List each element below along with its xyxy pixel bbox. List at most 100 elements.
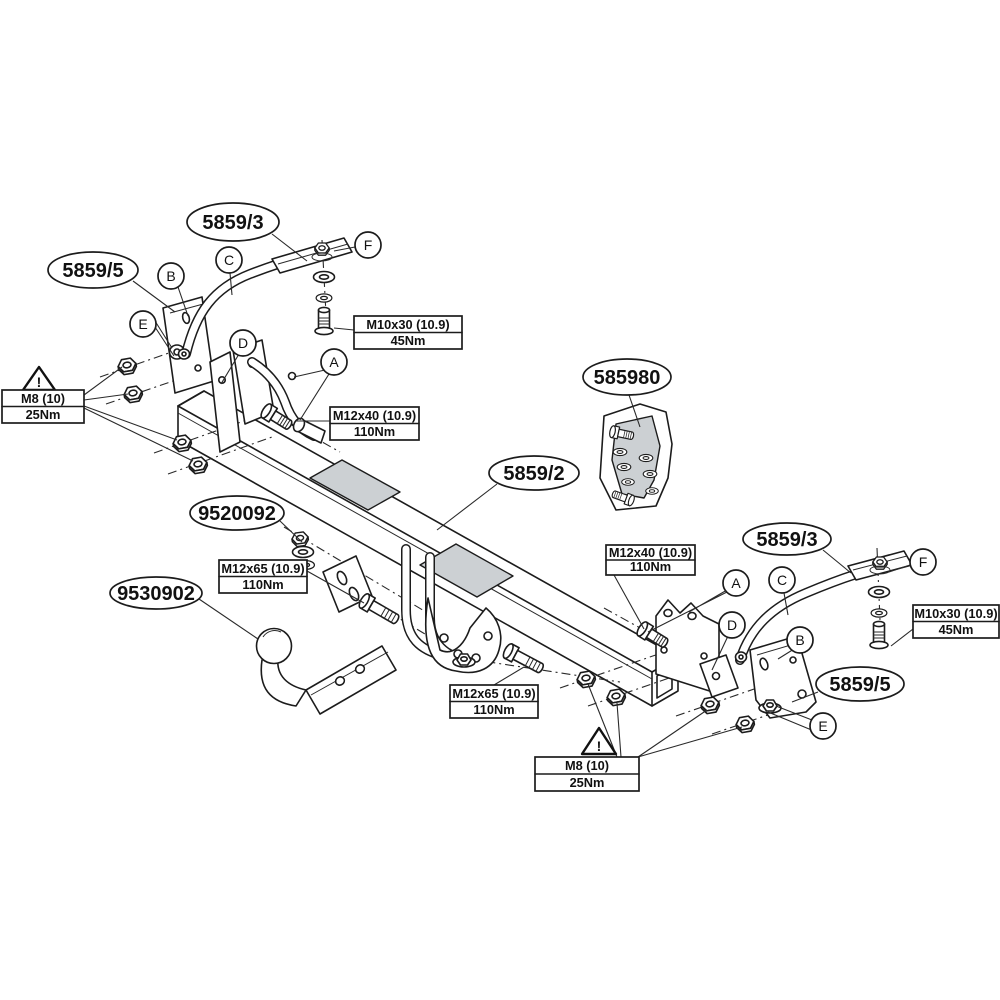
left-top-fastener-stack: [311, 242, 336, 336]
callout-circle: C: [768, 566, 796, 594]
callout-circle: A: [722, 569, 750, 597]
part-number-text: 9530902: [117, 583, 195, 605]
callout-letter: F: [919, 554, 928, 570]
part-number-text: 5859/5: [62, 260, 123, 282]
m8-nut: [605, 687, 628, 708]
part-number-text: 5859/3: [202, 212, 263, 234]
bolt-spec-text: M12x65 (10.9): [452, 686, 535, 701]
callout-letter: E: [818, 718, 827, 734]
warning-glyph: !: [37, 374, 42, 390]
torque-spec-box: M12x40 (10.9) 110Nm: [605, 544, 696, 576]
right-end-assembly: [575, 550, 913, 735]
callout-circle: D: [718, 611, 746, 639]
washer: [870, 608, 888, 618]
bolt-spec-text: M8 (10): [565, 758, 609, 773]
washer: [312, 270, 336, 284]
washer: [642, 469, 658, 479]
torque-value-text: 110Nm: [630, 559, 671, 574]
part-number-label: 5859/3: [186, 202, 280, 242]
bolt-spec-text: M12x65 (10.9): [221, 561, 304, 576]
warning-glyph: !: [597, 738, 602, 754]
callout-letter: B: [795, 632, 804, 648]
m8-nut: [699, 695, 722, 716]
callout-circle: F: [909, 548, 937, 576]
torque-spec-box: M12x65 (10.9) 110Nm: [218, 559, 308, 594]
m8-nut: [116, 356, 139, 377]
callout-letter: E: [138, 316, 147, 332]
callout-circle: B: [786, 626, 814, 654]
hex-nut: [872, 556, 888, 570]
beam-top-plate: [419, 543, 514, 598]
torque-value-text: 110Nm: [354, 424, 395, 439]
callout-letter: F: [364, 237, 373, 253]
right-inner-plate: [699, 654, 739, 698]
torque-spec-box: M10x30 (10.9) 45Nm: [353, 315, 463, 350]
bolt-spec-text: M10x30 (10.9): [914, 606, 997, 621]
m8-nut: [734, 714, 757, 735]
warning-icon: [580, 726, 618, 756]
callout-letter: C: [777, 572, 787, 588]
callout-circle: E: [809, 712, 837, 740]
callout-circle: D: [229, 329, 257, 357]
right-top-fastener-stack: [867, 556, 891, 650]
part-number-text: 5859/5: [829, 674, 890, 696]
part-number-text: 5859/2: [503, 463, 564, 485]
washer: [638, 453, 654, 463]
part-number-label: 9530902: [109, 576, 203, 610]
bolt-spec-text: M12x40 (10.9): [609, 545, 692, 560]
washer: [291, 545, 315, 559]
torque-spec-box: M12x65 (10.9) 110Nm: [449, 684, 539, 719]
torque-value-text: 25Nm: [26, 407, 61, 422]
left-end-assembly: [116, 237, 353, 476]
m10-bolt: [869, 620, 889, 650]
torque-spec-box: M10x30 (10.9) 45Nm: [912, 604, 1000, 639]
part-number-labels: 5859/3 5859/5 585980 5859/2 9520092 9530…: [47, 202, 905, 702]
washer: [867, 585, 891, 599]
torque-spec-box: ! M8 (10) 25Nm: [534, 726, 640, 792]
torque-value-text: 25Nm: [570, 775, 605, 790]
callout-circles: B C F E D A A C: [129, 231, 937, 740]
washer: [616, 462, 632, 472]
m8-nut: [187, 455, 210, 476]
ball-shank: [305, 645, 397, 715]
callout-letter: D: [238, 335, 248, 351]
torque-spec-box: M12x40 (10.9) 110Nm: [329, 406, 420, 441]
callout-circle: A: [320, 348, 348, 376]
washer: [315, 293, 333, 303]
m10-bolt: [314, 306, 334, 336]
part-number-label: 5859/5: [47, 251, 139, 289]
callout-circle: E: [129, 310, 157, 338]
washer: [645, 487, 659, 495]
washer: [621, 478, 635, 486]
part-number-text: 5859/3: [756, 529, 817, 551]
callout-letter: A: [329, 354, 339, 370]
bolt-spec-text: M8 (10): [21, 391, 65, 406]
callout-letter: D: [727, 617, 737, 633]
callout-circle: B: [157, 262, 185, 290]
torque-value-text: 110Nm: [242, 577, 283, 592]
washer: [612, 447, 628, 457]
torque-value-text: 45Nm: [939, 622, 974, 637]
part-number-label: 5859/5: [815, 666, 905, 702]
part-number-label: 5859/2: [488, 455, 580, 491]
m12x65-bolt: [500, 641, 547, 677]
torque-value-text: 45Nm: [391, 333, 426, 348]
part-number-label: 585980: [582, 358, 672, 396]
callout-circle: C: [215, 246, 243, 274]
left-strap-bracket: [247, 357, 326, 444]
part-number-label: 5859/3: [742, 522, 832, 556]
callout-letter: C: [224, 252, 234, 268]
callout-letter: B: [166, 268, 175, 284]
fastener-kit-plate: [599, 403, 673, 511]
ball-head: [255, 627, 293, 665]
callout-circle: F: [354, 231, 382, 259]
bolt-spec-text: M12x40 (10.9): [333, 408, 416, 423]
callout-letter: A: [731, 575, 741, 591]
ball-neck: [260, 657, 307, 707]
torque-spec-box: ! M8 (10) 25Nm: [1, 365, 85, 424]
part-number-text: 585980: [594, 367, 661, 389]
beam-top-plate: [309, 459, 401, 511]
part-number-text: 9520092: [198, 503, 276, 525]
